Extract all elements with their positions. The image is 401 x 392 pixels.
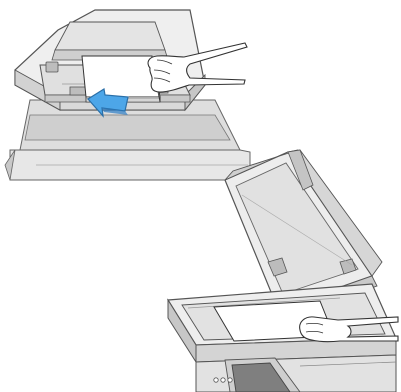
control-panel (196, 355, 396, 392)
adf-panel (5, 10, 250, 180)
printer-body (5, 100, 250, 180)
platen-panel (168, 150, 398, 392)
